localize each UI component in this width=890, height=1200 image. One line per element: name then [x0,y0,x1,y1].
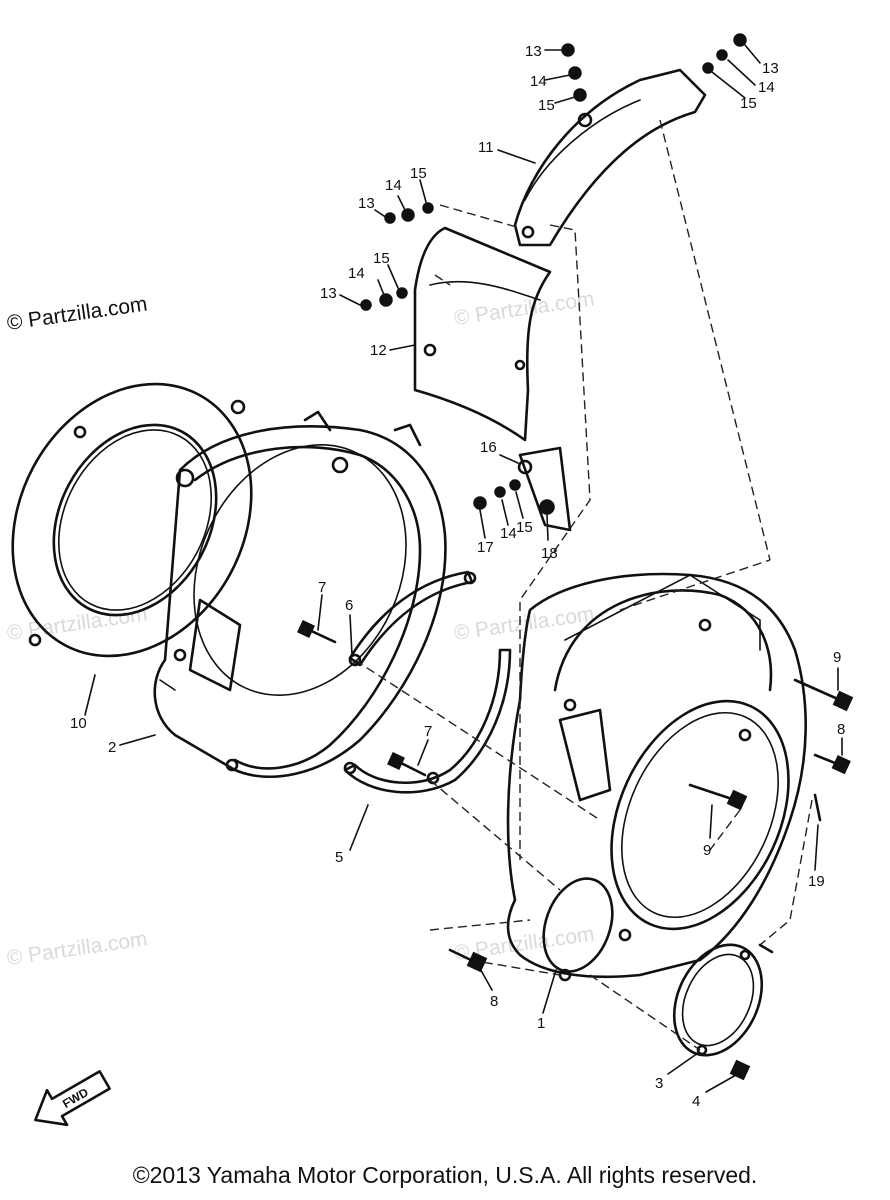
callout-6: 6 [345,597,353,614]
callout-13: 13 [762,60,779,77]
callout-8: 8 [490,993,498,1010]
part-5-seal [343,648,512,794]
fastener-stack-top-right [702,33,747,74]
callout-13: 13 [320,285,337,302]
callout-5: 5 [335,849,343,866]
part-3-cover [672,943,764,1057]
assembly-lines [354,119,813,1051]
callout-9: 9 [703,842,711,859]
callout-numbers: 13 14 15 13 14 15 11 13 14 15 13 14 15 1… [70,43,845,1110]
callout-1: 1 [537,1015,545,1032]
callout-11: 11 [478,139,494,156]
part-6-seal [348,570,477,667]
callout-13: 13 [358,195,375,212]
part-2-rear-housing [153,410,447,778]
callout-9: 9 [833,649,841,666]
watermark-faint: © Partzilla.com [5,927,148,969]
callout-15: 15 [538,97,555,114]
bolt-7-upper [297,620,337,644]
bolt-9-center [688,783,748,811]
callout-17: 17 [477,539,494,556]
watermark-main: © Partzilla.com [5,292,148,334]
part-1-main-housing [506,572,807,982]
callout-10: 10 [70,715,87,732]
callout-2: 2 [108,739,116,756]
callout-15: 15 [740,95,757,112]
fastener-stack-top [561,43,587,102]
callout-14: 14 [348,265,365,282]
callout-12: 12 [370,342,387,359]
fastener-stack-bracket [473,446,572,532]
part-11-upper-shroud [513,68,707,247]
bolt-8-right [813,753,851,775]
callout-3: 3 [655,1075,663,1092]
watermark-faint: © Partzilla.com [452,287,595,329]
callout-15: 15 [410,165,427,182]
callout-14: 14 [530,73,547,90]
callout-8: 8 [837,721,845,738]
bolt-8-lower [448,948,488,973]
callout-7: 7 [318,579,326,596]
pin-19 [758,793,822,954]
callout-19: 19 [808,873,825,890]
leader-lines [84,44,843,1093]
part-10-back-plate [11,382,253,662]
part-12-middle-shroud [413,226,552,442]
callout-14: 14 [500,525,517,542]
callout-15: 15 [373,250,390,267]
callout-13: 13 [525,43,542,60]
callout-15: 15 [516,519,533,536]
callout-14: 14 [385,177,402,194]
bolt-7-lower [387,752,427,777]
callout-16: 16 [480,439,497,456]
copyright-notice: ©2013 Yamaha Motor Corporation, U.S.A. A… [132,1162,758,1188]
callout-4: 4 [692,1093,700,1110]
fastener-stack-mid [360,202,434,311]
bolt-9-right [793,678,854,712]
callout-18: 18 [541,545,558,562]
callout-7: 7 [424,723,432,740]
fwd-arrow-icon: FWD [34,1070,111,1127]
callout-14: 14 [758,79,775,96]
